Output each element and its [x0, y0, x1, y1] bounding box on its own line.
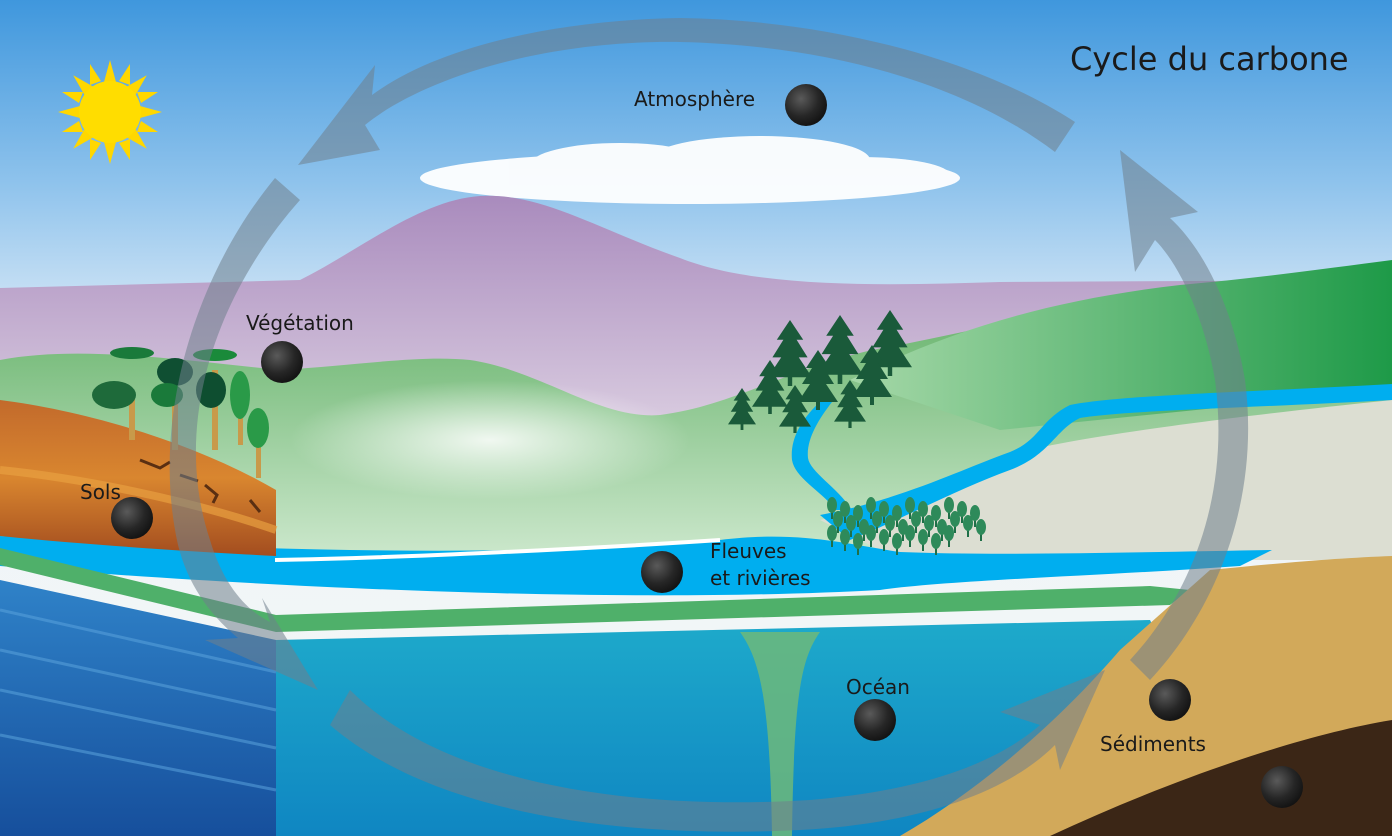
label-et-rivieres: et rivières [710, 566, 811, 590]
wetland-plant-icon [827, 497, 837, 519]
wetland-plant-icon [853, 505, 863, 527]
wetland-plant-icon [957, 501, 967, 523]
label-sols: Sols [80, 480, 121, 504]
wetland-plant-icon [970, 505, 980, 527]
reservoir-dot-fleuves [641, 551, 683, 593]
wetland-plant-icon [866, 525, 876, 547]
wetland-plant-icon [911, 511, 921, 533]
reservoir-dot-bedrock [1261, 766, 1303, 808]
upwelling-column [740, 632, 820, 836]
label-vegetation: Végétation [246, 311, 354, 335]
wetland-plant-icon [827, 525, 837, 547]
conifer-tree-icon [834, 380, 866, 428]
wetland-plant-icon [931, 505, 941, 527]
reservoir-dot-vegetation [261, 341, 303, 383]
wetland-plant-icon [846, 515, 856, 537]
wetland-plant-icon [872, 511, 882, 533]
right-hill [850, 260, 1392, 430]
label-fleuves: Fleuves [710, 539, 787, 563]
label-atmosphere: Atmosphère [634, 87, 756, 111]
ocean-deep [0, 580, 276, 836]
wetland-plant-icon [918, 529, 928, 551]
conifer-tree-icon [852, 345, 892, 405]
bedrock [1050, 720, 1392, 836]
wetland-plants [827, 497, 986, 555]
conifer-tree-icon [752, 360, 788, 414]
wetland-plant-icon [892, 505, 902, 527]
wetland-plant-icon [963, 515, 973, 537]
conifer-tree-icon [768, 320, 812, 386]
soil-layer [0, 466, 278, 534]
wetland-plant-icon [905, 525, 915, 547]
wetland-plant-icon [944, 497, 954, 519]
wetland-plant-icon [924, 515, 934, 537]
reservoir-dot-atmosphere [785, 84, 827, 126]
sun-icon [58, 60, 162, 164]
conifer-tree-icon [728, 388, 756, 430]
seabed-band [0, 548, 1190, 632]
label-ocean: Océan [846, 675, 910, 699]
wetland-plant-icon [918, 501, 928, 523]
cloud-icon [420, 136, 960, 204]
deciduous-tree-icon [230, 371, 250, 445]
conifer-forest [728, 310, 912, 433]
label-sediments: Sédiments [1100, 732, 1206, 756]
wetland-plant-icon [885, 515, 895, 537]
wetland-plant-icon [905, 497, 915, 519]
wetland-plant-icon [892, 533, 902, 555]
wetland-plant-icon [944, 525, 954, 547]
cycle-arrow-icon [169, 18, 1249, 832]
wetland-plant-icon [931, 533, 941, 555]
conifer-tree-icon [779, 385, 811, 433]
wetland-plant-icon [879, 501, 889, 523]
deciduous-tree-icon [247, 408, 269, 478]
wetland-plant-icon [866, 497, 876, 519]
soil-block [0, 400, 276, 556]
wetland-plant-icon [840, 529, 850, 551]
wetland-plant-icon [950, 511, 960, 533]
conifer-tree-icon [798, 350, 838, 410]
reservoir-dot-sediments [1149, 679, 1191, 721]
valley-mist [290, 380, 690, 500]
wetland-plant-icon [879, 529, 889, 551]
wetland-plant-icon [840, 501, 850, 523]
deciduous-tree-icon [92, 347, 154, 440]
shoreline [274, 538, 721, 562]
reservoir-dots [111, 84, 1303, 808]
wetland-plant-icon [853, 533, 863, 555]
wetland-plant-icon [833, 511, 843, 533]
wetland-plant-icon [976, 519, 986, 541]
ocean-depth-bands [0, 608, 277, 792]
reservoir-dot-ocean [854, 699, 896, 741]
reservoir-dot-sols [111, 497, 153, 539]
diagram-title: Cycle du carbone [1070, 40, 1349, 78]
